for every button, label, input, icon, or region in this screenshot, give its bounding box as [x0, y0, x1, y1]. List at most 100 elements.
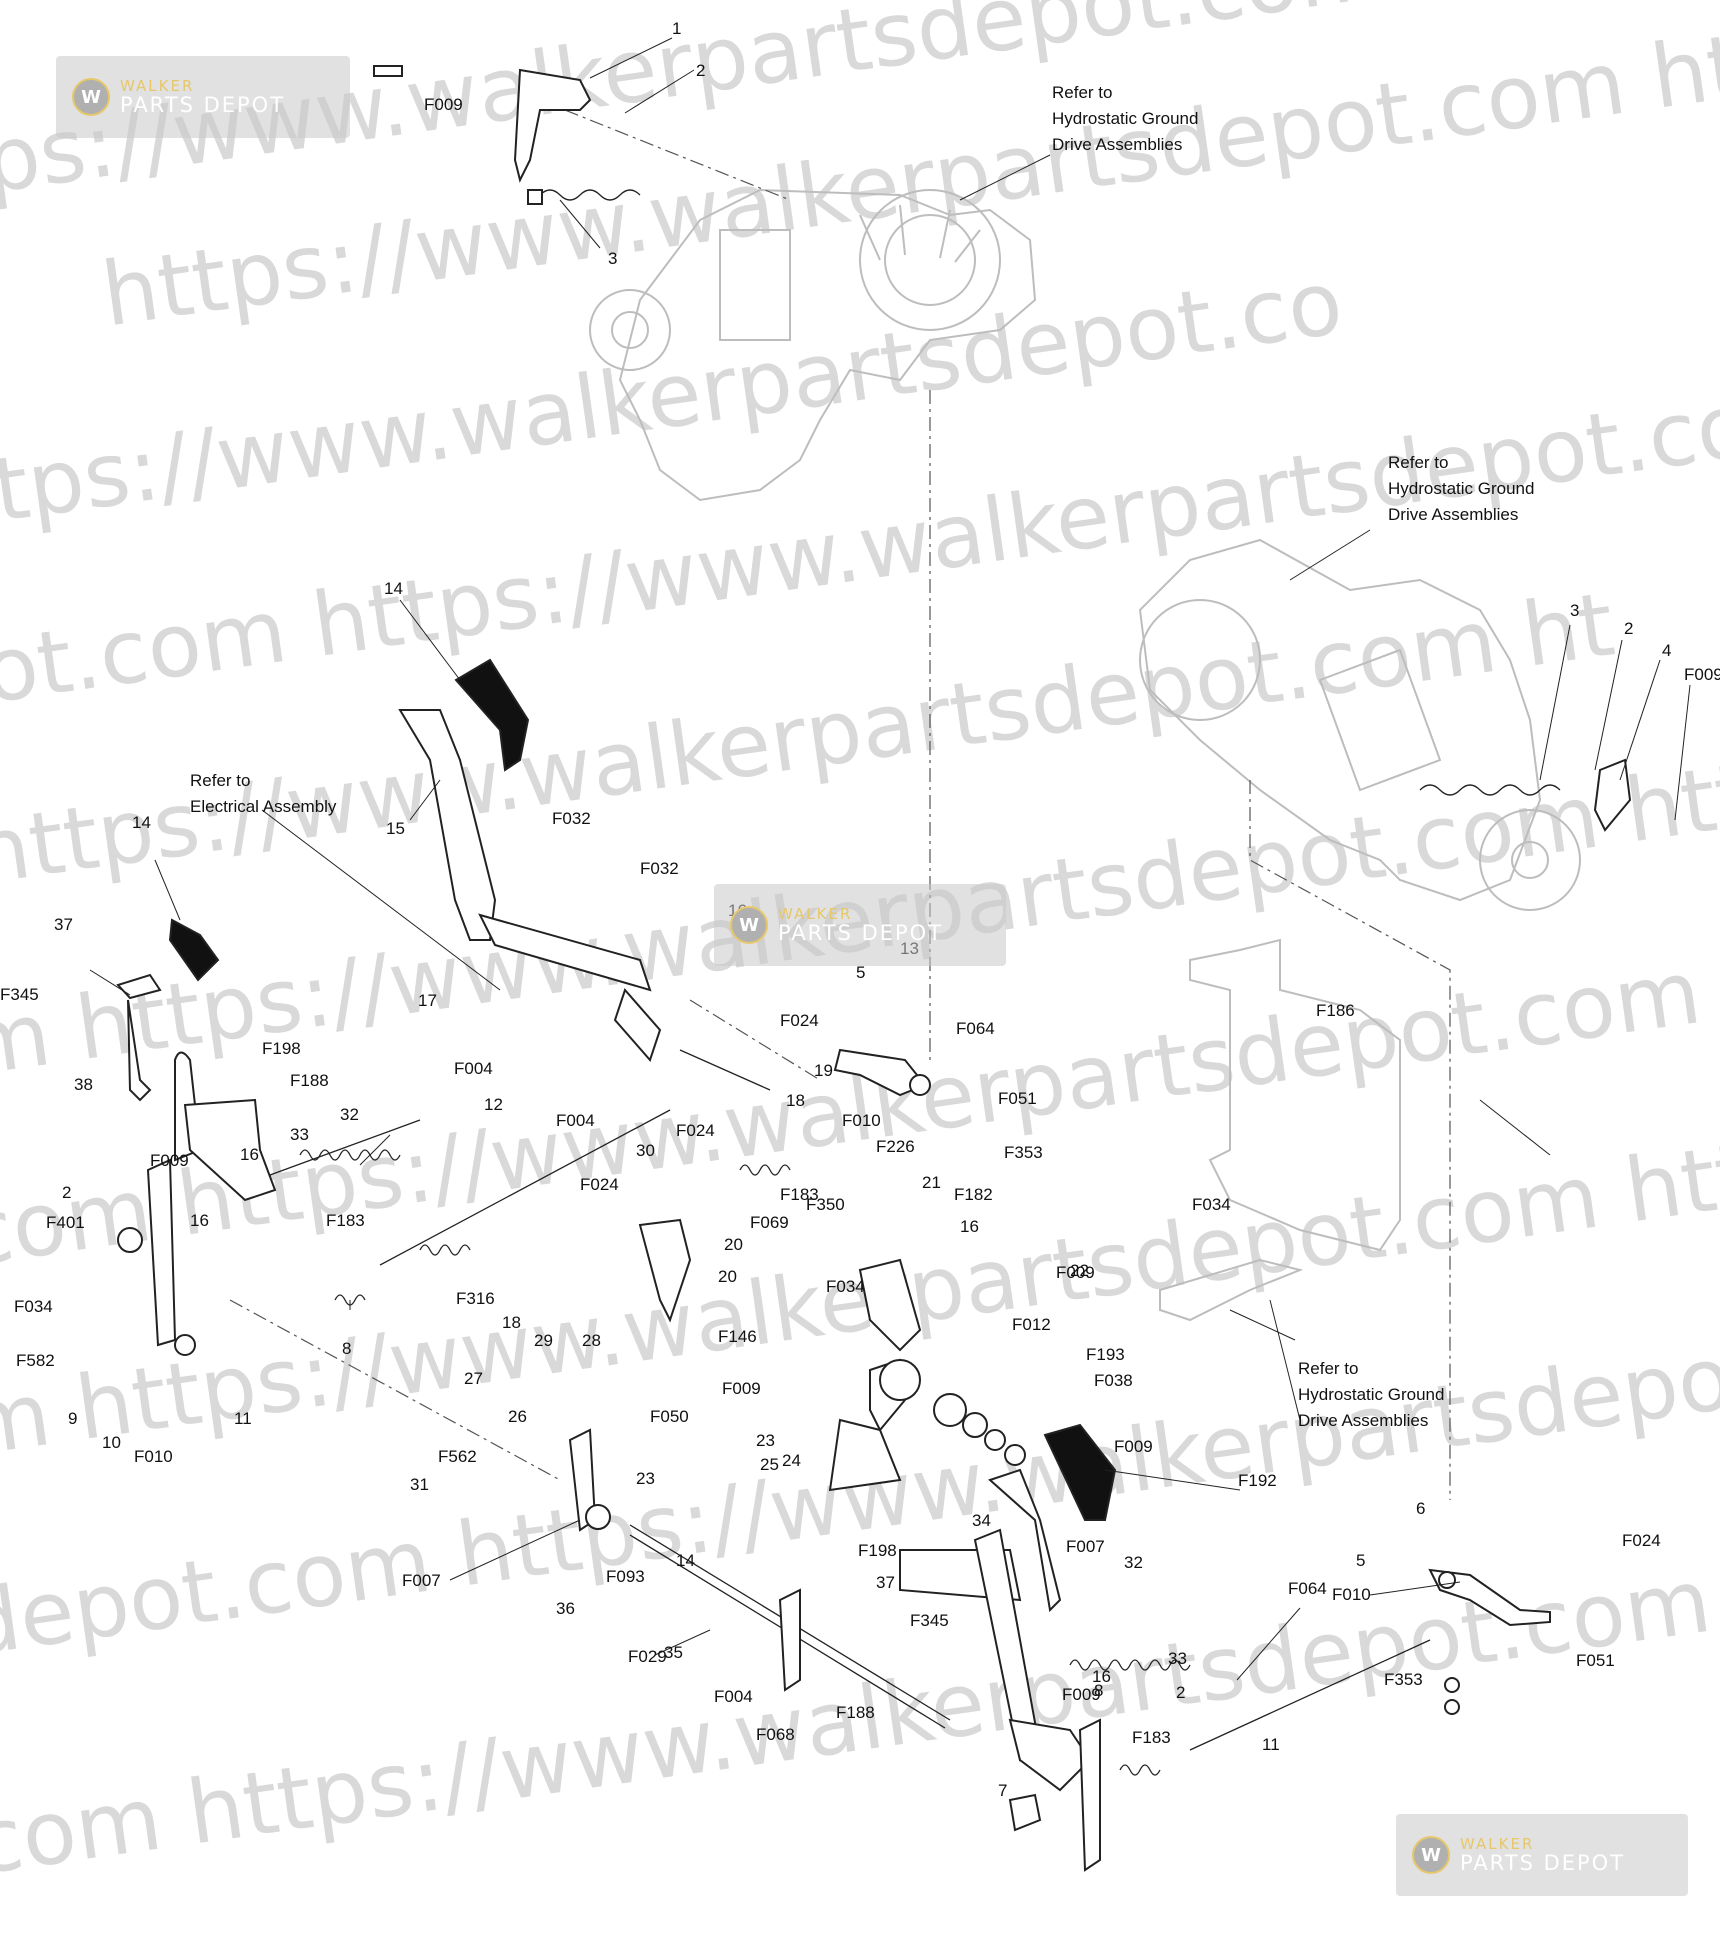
callout-label: 14: [384, 579, 403, 598]
callout-label: 38: [74, 1075, 93, 1094]
callout-label: 27: [464, 1369, 483, 1388]
callout-label: 5: [856, 963, 865, 982]
callout-label: 4: [1662, 641, 1671, 660]
callout-label: F009: [1056, 1263, 1095, 1282]
callout-label: 28: [582, 1331, 601, 1350]
callout-label: 16: [240, 1145, 259, 1164]
callout-label: F009: [1114, 1437, 1153, 1456]
reference-hydro-bottom-line3: Drive Assemblies: [1298, 1411, 1428, 1430]
callout-label: F093: [606, 1567, 645, 1586]
callout-label: 23: [756, 1431, 775, 1450]
reference-electrical-line2: Electrical Assembly: [190, 797, 337, 816]
callout-label: 10: [102, 1433, 121, 1452]
callout-label: 8: [342, 1339, 351, 1358]
badge-brand: WALKER: [1460, 1835, 1535, 1853]
badge-product: PARTS DEPOT: [778, 921, 944, 945]
callout-label: 36: [556, 1599, 575, 1618]
callout-label: 6: [1416, 1499, 1425, 1518]
callout-label: F034: [14, 1297, 53, 1316]
callout-label: F024: [676, 1121, 715, 1140]
reference-hydro-top-line3: Drive Assemblies: [1052, 135, 1182, 154]
reference-hydro-top-line1: Refer to: [1052, 83, 1112, 102]
callout-label: F183: [780, 1185, 819, 1204]
callout-label: F192: [1238, 1471, 1277, 1490]
callout-label: 16: [960, 1217, 979, 1236]
callout-label: F024: [580, 1175, 619, 1194]
watermark-badge: W WALKER PARTS DEPOT: [714, 884, 1006, 966]
callout-label: F007: [402, 1571, 441, 1590]
callout-label: 29: [534, 1331, 553, 1350]
callout-label: F353: [1384, 1670, 1423, 1689]
callout-label: 33: [1168, 1649, 1187, 1668]
callout-label: 19: [814, 1061, 833, 1080]
callout-label: F051: [1576, 1651, 1615, 1670]
callout-label: 9: [68, 1409, 77, 1428]
reference-electrical-line1: Refer to: [190, 771, 250, 790]
reference-hydro-right-line3: Drive Assemblies: [1388, 505, 1518, 524]
callout-label: 3: [1570, 601, 1579, 620]
callout-label: F009: [424, 95, 463, 114]
callout-label: F050: [650, 1407, 689, 1426]
callout-label: 24: [782, 1451, 801, 1470]
reference-hydro-bottom-line2: Hydrostatic Ground: [1298, 1385, 1444, 1404]
callout-label: 22: [1070, 1261, 1089, 1280]
callout-label: F146: [718, 1327, 757, 1346]
callout-label: F345: [0, 985, 39, 1004]
callout-label: 37: [54, 915, 73, 934]
reference-hydro-top-line2: Hydrostatic Ground: [1052, 109, 1198, 128]
parts-linework: [116, 65, 1632, 1872]
callout-label: 23: [636, 1469, 655, 1488]
callout-label: 20: [718, 1267, 737, 1286]
callout-label: F068: [756, 1725, 795, 1744]
walker-logo-icon: W: [730, 906, 768, 944]
callout-label: 15: [386, 819, 405, 838]
callout-label: F034: [1192, 1195, 1231, 1214]
reference-hydro-bottom-line1: Refer to: [1298, 1359, 1358, 1378]
callout-label: F009: [1062, 1685, 1101, 1704]
callout-label: 18: [786, 1091, 805, 1110]
callout-label: F401: [46, 1213, 85, 1232]
callout-label: 20: [724, 1235, 743, 1254]
callout-label: F032: [552, 809, 591, 828]
callout-label: F226: [876, 1137, 915, 1156]
callout-label: 35: [664, 1643, 683, 1662]
callout-label: 30: [636, 1141, 655, 1160]
callout-label: 12: [484, 1095, 503, 1114]
callout-label: F010: [134, 1447, 173, 1466]
callout-label: 2: [62, 1183, 71, 1202]
badge-product: PARTS DEPOT: [120, 93, 286, 117]
reference-notes: Refer to Hydrostatic Ground Drive Assemb…: [190, 83, 1534, 1430]
callout-label: F004: [556, 1111, 595, 1130]
callout-label: F010: [842, 1111, 881, 1130]
callout-label: 17: [418, 991, 437, 1010]
callout-label: F051: [998, 1089, 1037, 1108]
callout-label: F193: [1086, 1345, 1125, 1364]
callout-label: 11: [1262, 1735, 1280, 1754]
callout-label: 7: [998, 1781, 1007, 1800]
callout-label: F009: [150, 1151, 189, 1170]
callout-label: F034: [826, 1277, 865, 1296]
callout-label: 21: [922, 1173, 941, 1192]
callout-label: 33: [290, 1125, 309, 1144]
callout-label: F350: [806, 1195, 845, 1214]
callout-label: 32: [1124, 1553, 1143, 1572]
leader-lines: [89, 37, 1691, 1681]
callout-label: F198: [858, 1541, 897, 1560]
callout-label: F198: [262, 1039, 301, 1058]
callout-label: F582: [16, 1351, 55, 1370]
hydro-unit-top-illustration: [589, 188, 1037, 502]
callout-label: F316: [456, 1289, 495, 1308]
callout-label: F007: [1066, 1537, 1105, 1556]
callout-label: F029: [628, 1647, 667, 1666]
callout-label: 14: [132, 813, 151, 832]
callout-label: 8: [1094, 1681, 1103, 1700]
callout-label: 32: [340, 1105, 359, 1124]
callout-label: 31: [410, 1475, 429, 1494]
callout-label: F183: [1132, 1728, 1171, 1747]
callout-label: 16: [190, 1211, 209, 1230]
badge-brand: WALKER: [778, 905, 853, 923]
callout-labels: 12F0093324F0091415F032F0321617F0041437F3…: [0, 19, 1720, 1800]
callout-label: F183: [326, 1211, 365, 1230]
callout-label: F188: [836, 1703, 875, 1722]
